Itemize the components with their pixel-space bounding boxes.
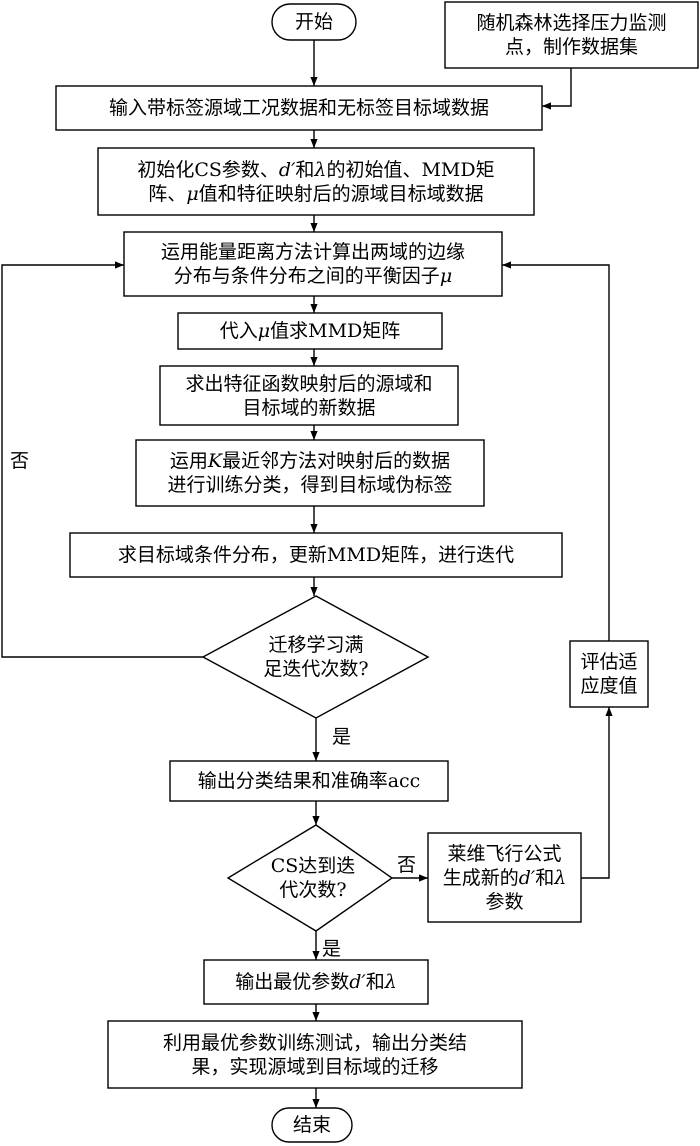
label-line: 参数 xyxy=(485,890,524,913)
energy-label: 运用能量距离方法计算出两域的边缘分布与条件分布之间的平衡因子μ xyxy=(124,232,502,296)
label-line: 分布与条件分布之间的平衡因子μ xyxy=(173,265,453,287)
feature-map-box xyxy=(159,365,459,426)
knn-box xyxy=(135,439,485,507)
label-line: 阵、μ值和特征映射后的源域目标域数据 xyxy=(148,182,484,205)
end-terminal xyxy=(271,1107,353,1143)
edge-label-yes-optimal: 是 xyxy=(322,938,342,960)
math-symbol: μ xyxy=(439,265,453,287)
train-test-label: 利用最优参数训练测试，输出分类结 果，实现源域到目标域的迁移 xyxy=(162,1031,467,1078)
math-symbol: d′ xyxy=(349,971,366,993)
init-label: 初始化CS参数、d′和λ的初始值、MMD矩阵、μ值和特征映射后的源域目标域数据 xyxy=(98,148,534,215)
label-line: 莱维飞行公式 xyxy=(447,842,562,865)
edge-label-no-levy: 否 xyxy=(397,854,417,876)
label-line: 目标域的新数据 xyxy=(242,396,376,419)
label-line: 输出最优参数d′和λ xyxy=(235,971,397,993)
label-line: 运用K最近邻方法对映射后的数据 xyxy=(169,450,451,472)
math-symbol: λ xyxy=(314,158,327,181)
math-symbol: d′ xyxy=(518,866,536,889)
decision1-label: 迁移学习满 足迭代次数? xyxy=(263,634,369,680)
math-symbol: λ xyxy=(384,971,397,993)
output-acc-box xyxy=(169,760,449,802)
mmd-label: 代入μ值求MMD矩阵 xyxy=(178,313,442,349)
start-label: 开始 xyxy=(294,11,333,33)
edge-decision1-no-loop xyxy=(1,261,203,658)
label-line: 运用能量距离方法计算出两域的边缘 xyxy=(160,241,465,263)
edge-label-no-loop: 否 xyxy=(10,450,30,472)
math-symbol: d′ xyxy=(278,158,296,181)
fitness-label: 评估适 应度值 xyxy=(580,651,638,697)
decision2-label: CS达到迭 代次数? xyxy=(270,855,356,901)
update-box xyxy=(69,532,563,578)
edge-fitness-to-energy xyxy=(502,261,610,641)
edge-levy-to-fitness xyxy=(581,707,613,879)
feature-map-label: 求出特征函数映射后的源域和目标域的新数据 xyxy=(160,366,458,425)
label-line: 进行训练分类，得到目标域伪标签 xyxy=(167,474,453,496)
optimal-label: 输出最优参数d′和λ xyxy=(204,960,428,1004)
math-symbol: μ xyxy=(257,320,271,342)
label-line: 生成新的d′和λ xyxy=(442,866,567,889)
edge-label-yes-output: 是 xyxy=(332,726,352,748)
math-symbol: K xyxy=(207,450,223,472)
input-label: 输入带标签源域工况数据和无标签目标域数据 xyxy=(108,97,489,119)
knn-label: 运用K最近邻方法对映射后的数据进行训练分类，得到目标域伪标签 xyxy=(136,440,484,506)
rf-select-label: 随机森林选择压力监测 点，制作数据集 xyxy=(476,12,667,58)
mmd-box xyxy=(177,312,443,350)
train-test-box xyxy=(107,1020,523,1089)
label-line: 初始化CS参数、d′和λ的初始值、MMD矩 xyxy=(137,158,495,181)
label-line: 求出特征函数映射后的源域和 xyxy=(185,372,433,395)
math-symbol: μ xyxy=(186,182,199,205)
math-symbol: λ xyxy=(554,866,567,889)
init-box xyxy=(97,147,535,216)
output-acc-label: 输出分类结果和准确率acc xyxy=(197,770,421,792)
label-line: 代入μ值求MMD矩阵 xyxy=(219,320,401,342)
edge-rf-to-input xyxy=(542,68,572,110)
update-label: 求目标域条件分布，更新MMD矩阵，进行迭代 xyxy=(117,544,515,566)
end-label: 结束 xyxy=(292,1114,331,1136)
